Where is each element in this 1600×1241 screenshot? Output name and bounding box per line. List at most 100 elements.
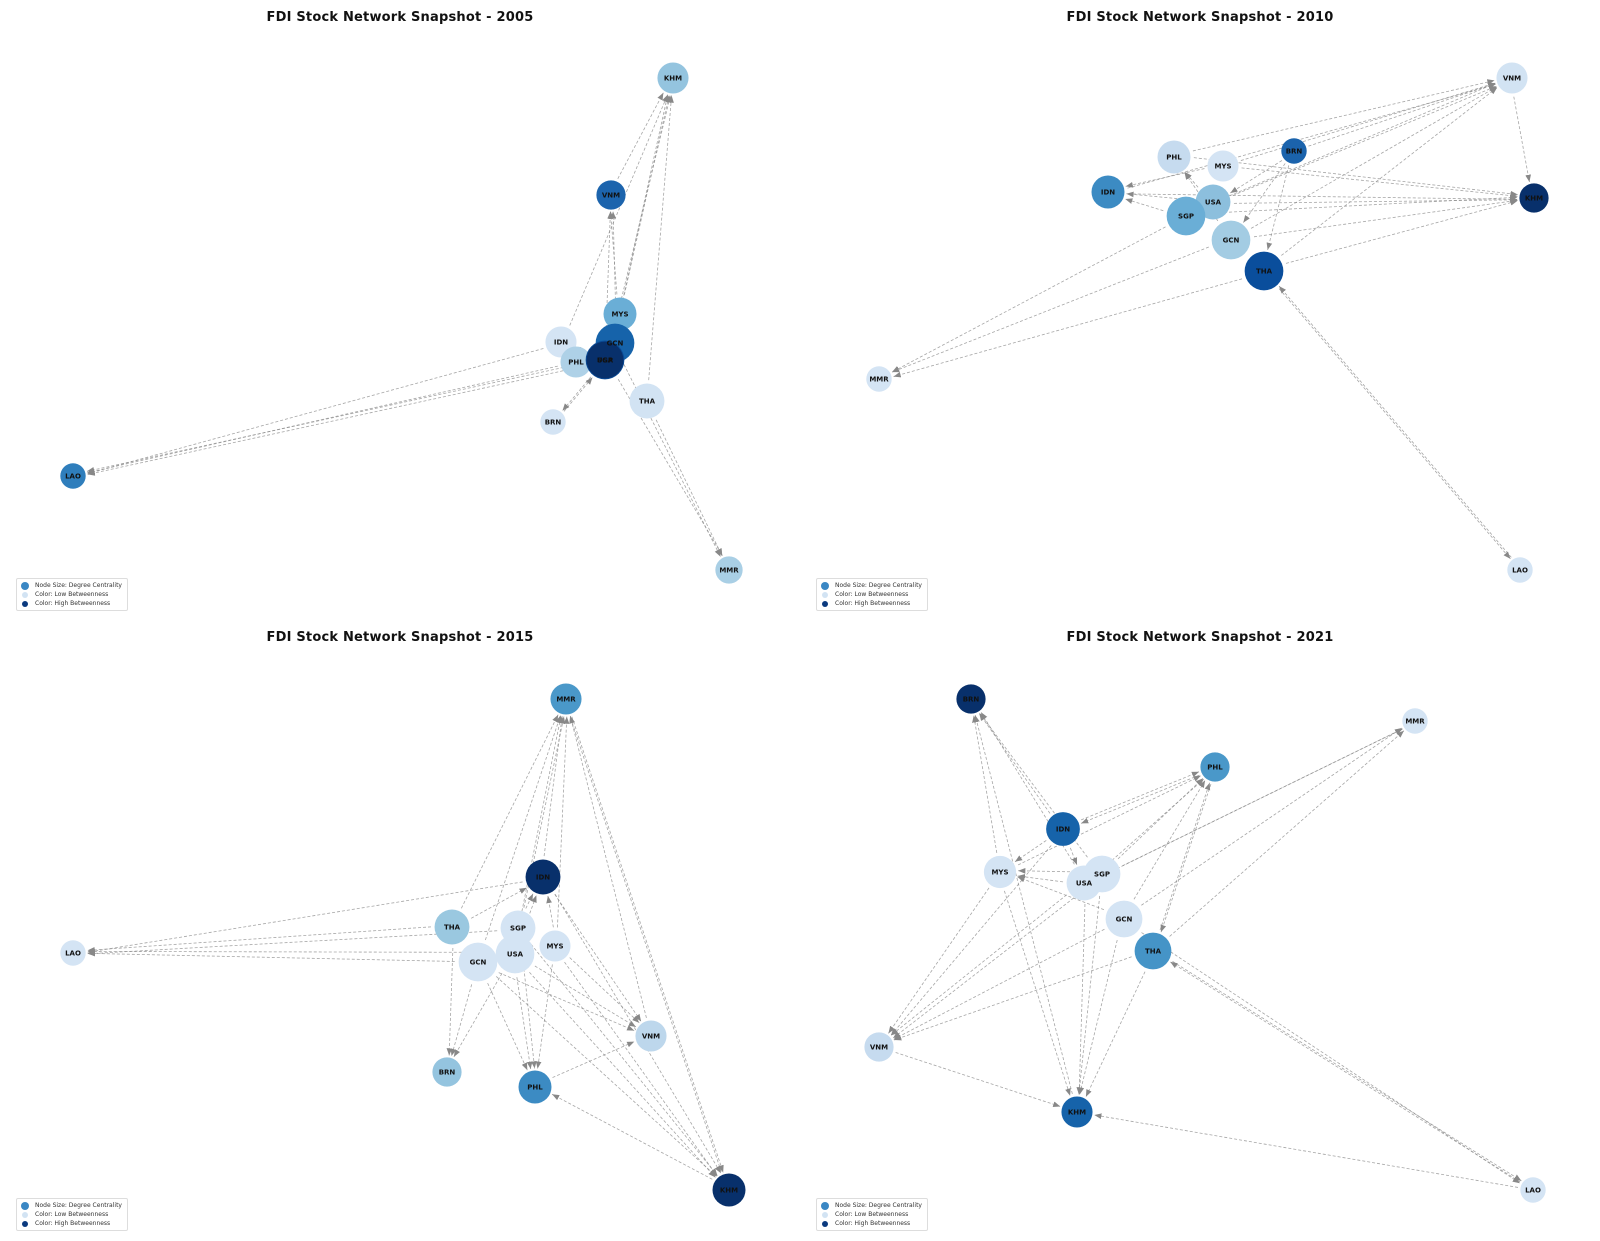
node-label-vnm: VNM xyxy=(602,192,620,200)
node-tha xyxy=(629,383,665,419)
edge-tha-vnm xyxy=(1281,87,1498,256)
edge-gcn-mys xyxy=(1017,876,1105,911)
node-gcn xyxy=(1211,220,1251,260)
node-label-idn: IDN xyxy=(536,874,550,882)
node-khm xyxy=(1061,1096,1093,1128)
node-label-brn: BRN xyxy=(545,419,562,427)
node-label-phl: PHL xyxy=(1207,764,1223,772)
node-usa xyxy=(495,934,535,974)
edge-phl-khm xyxy=(1193,157,1518,197)
legend-row-high: Color: High Betweenness xyxy=(821,599,923,608)
edge-tha-mmr xyxy=(1169,730,1405,937)
edge-gcn-mmr xyxy=(484,715,561,941)
edge-gcn-vnm xyxy=(498,972,635,1031)
node-gcn xyxy=(1105,900,1143,938)
edge-vnm-khm xyxy=(1513,96,1531,183)
edge-idn-phl xyxy=(1081,771,1200,821)
node-phl xyxy=(518,1070,552,1104)
node-label-gcn: GCN xyxy=(607,340,624,348)
edge-idn-lao xyxy=(87,348,544,475)
legend-label: Color: High Betweenness xyxy=(835,600,911,607)
edge-usa-phl xyxy=(1100,778,1204,871)
edge-phl-lao xyxy=(87,365,558,474)
node-label-mmr: MMR xyxy=(719,567,739,575)
node-lao xyxy=(1507,557,1533,583)
node-label-idn: IDN xyxy=(1056,826,1070,834)
edge-phl-vnm xyxy=(1192,79,1495,152)
node-label-mmr: MMR xyxy=(869,376,889,384)
legend-label: Color: Low Betweenness xyxy=(35,591,109,598)
edge-sgp-idn xyxy=(525,893,534,909)
edge-sgp-khm xyxy=(530,944,718,1176)
legend-swatch-size xyxy=(21,581,29,590)
node-label-idn: IDN xyxy=(1101,189,1115,197)
legend-swatch-high xyxy=(22,600,28,607)
legend-label: Color: High Betweenness xyxy=(835,1220,911,1227)
edge-usa-brn xyxy=(453,973,503,1058)
node-vnm xyxy=(1496,62,1528,94)
edge-tha-lao xyxy=(87,926,432,953)
edge-lao-tha xyxy=(1170,961,1521,1183)
edge-gcn-phl xyxy=(1133,780,1206,900)
edge-mys-vnm xyxy=(569,957,640,1024)
node-label-khm: KHM xyxy=(1525,195,1543,203)
edge-tha-khm xyxy=(1285,199,1518,264)
legend-label: Color: Low Betweenness xyxy=(835,1211,909,1218)
edge-gcn-khm xyxy=(1078,939,1118,1095)
legend-row-low: Color: Low Betweenness xyxy=(21,590,123,599)
edge-phl-vnm xyxy=(552,1041,635,1078)
edge-brn-gcn xyxy=(1243,163,1286,223)
node-phl xyxy=(1157,140,1191,174)
edge-tha-vnm xyxy=(894,956,1132,1041)
edge-tha-phl xyxy=(1159,782,1211,931)
edge-tha-mmr xyxy=(893,278,1243,378)
legend-swatch-high xyxy=(22,1220,28,1227)
edge-usa-lao xyxy=(87,948,492,955)
node-label-mys: MYS xyxy=(991,869,1008,877)
edge-khm-mmr xyxy=(569,716,722,1172)
legend-label: Color: Low Betweenness xyxy=(35,1211,109,1218)
node-label-phl: PHL xyxy=(1166,154,1182,162)
node-brn xyxy=(1281,138,1307,164)
node-label-gcn: GCN xyxy=(1223,237,1240,245)
legend-label: Node Size: Degree Centrality xyxy=(35,1202,122,1209)
node-usa xyxy=(1066,865,1102,901)
legend-row-size: Node Size: Degree Centrality xyxy=(821,1201,923,1210)
edge-mys-phl xyxy=(1017,775,1201,866)
edge-sgp-brn xyxy=(562,376,592,411)
edge-idn-lao xyxy=(87,881,523,954)
node-sgp xyxy=(586,341,624,379)
edge-lao-tha xyxy=(1278,285,1512,558)
edge-vnm-khm xyxy=(895,1052,1061,1108)
edge-usa-khm xyxy=(1076,903,1086,1095)
edge-lao-khm xyxy=(1094,1113,1519,1188)
edge-brn-usa xyxy=(563,377,593,412)
node-mys xyxy=(1207,150,1239,182)
edge-brn-tha xyxy=(1266,165,1290,250)
edge-gcn-vnm xyxy=(610,211,617,320)
legend-row-high: Color: High Betweenness xyxy=(21,1219,123,1228)
legend-label: Color: High Betweenness xyxy=(35,1220,111,1227)
node-mys xyxy=(603,297,637,331)
edge-usa-mmr xyxy=(517,715,563,931)
legend-label: Color: Low Betweenness xyxy=(835,591,909,598)
edge-mys-idn xyxy=(1125,168,1205,188)
edge-gcn-khm xyxy=(1253,198,1518,238)
edge-sgp-lao xyxy=(86,362,584,473)
legend-swatch-low xyxy=(822,1211,828,1218)
edge-idn-khm xyxy=(569,94,668,326)
node-mmr xyxy=(1402,708,1428,734)
edge-mys-brn xyxy=(972,715,998,853)
edge-usa-vnm xyxy=(1232,85,1497,196)
legend: Node Size: Degree Centrality Color: Low … xyxy=(816,578,928,611)
node-label-sgp: SGP xyxy=(1178,213,1194,221)
node-tha xyxy=(1244,251,1284,291)
edge-sgp-khm xyxy=(1076,895,1101,1095)
edge-sgp-lao xyxy=(87,930,498,957)
edge-tha-lao xyxy=(1278,288,1511,560)
